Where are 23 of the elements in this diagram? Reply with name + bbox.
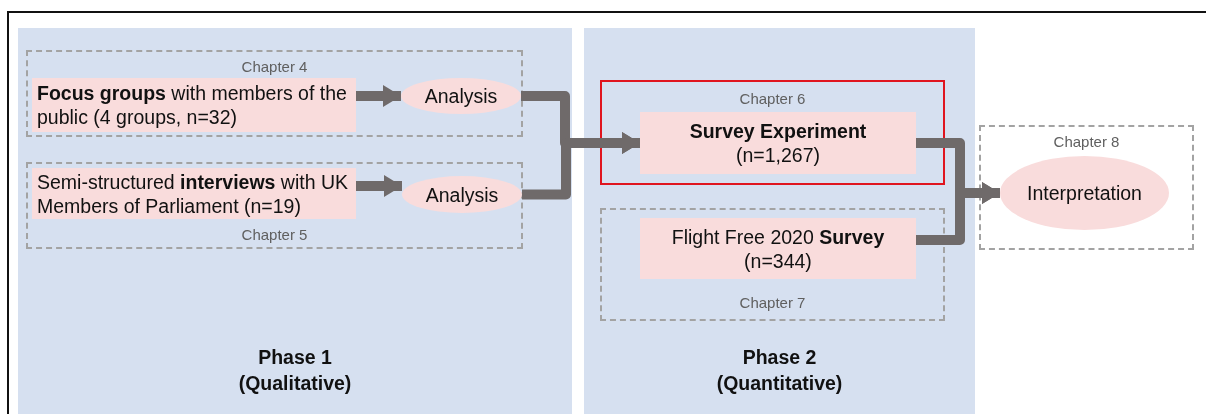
process-ellipse: Interpretation (1000, 156, 1169, 230)
chapter-label: Chapter 5 (240, 226, 309, 243)
process-box: Flight Free 2020 Survey (n=344) (640, 218, 916, 279)
process-ellipse: Analysis (401, 78, 521, 114)
chapter-group (600, 208, 945, 321)
process-ellipse: Analysis (402, 176, 522, 213)
chapter-group (979, 125, 1194, 250)
process-box: Semi-structured interviews with UK Members of Parliament (n=19) (32, 168, 356, 219)
phase-title: Phase 1 (Qualitative) (237, 345, 353, 396)
chapter-label: Chapter 8 (1052, 133, 1121, 150)
process-box: Focus groups with members of the public (4 groups, n=32) (32, 78, 356, 132)
highlighted-chapter-group (600, 80, 945, 185)
process-box: Survey Experiment (n=1,267) (640, 112, 916, 174)
phase-title: Phase 2 (Quantitative) (715, 345, 844, 396)
phase-panel (584, 28, 975, 414)
arrow (356, 85, 401, 107)
chapter-label: Chapter 4 (240, 58, 309, 75)
chapter-label: Chapter 6 (738, 90, 807, 107)
chapter-group (26, 50, 523, 137)
chapter-group (26, 162, 523, 249)
phase-panel (18, 28, 572, 414)
arrow (356, 175, 402, 197)
chapter-label: Chapter 7 (738, 294, 807, 311)
